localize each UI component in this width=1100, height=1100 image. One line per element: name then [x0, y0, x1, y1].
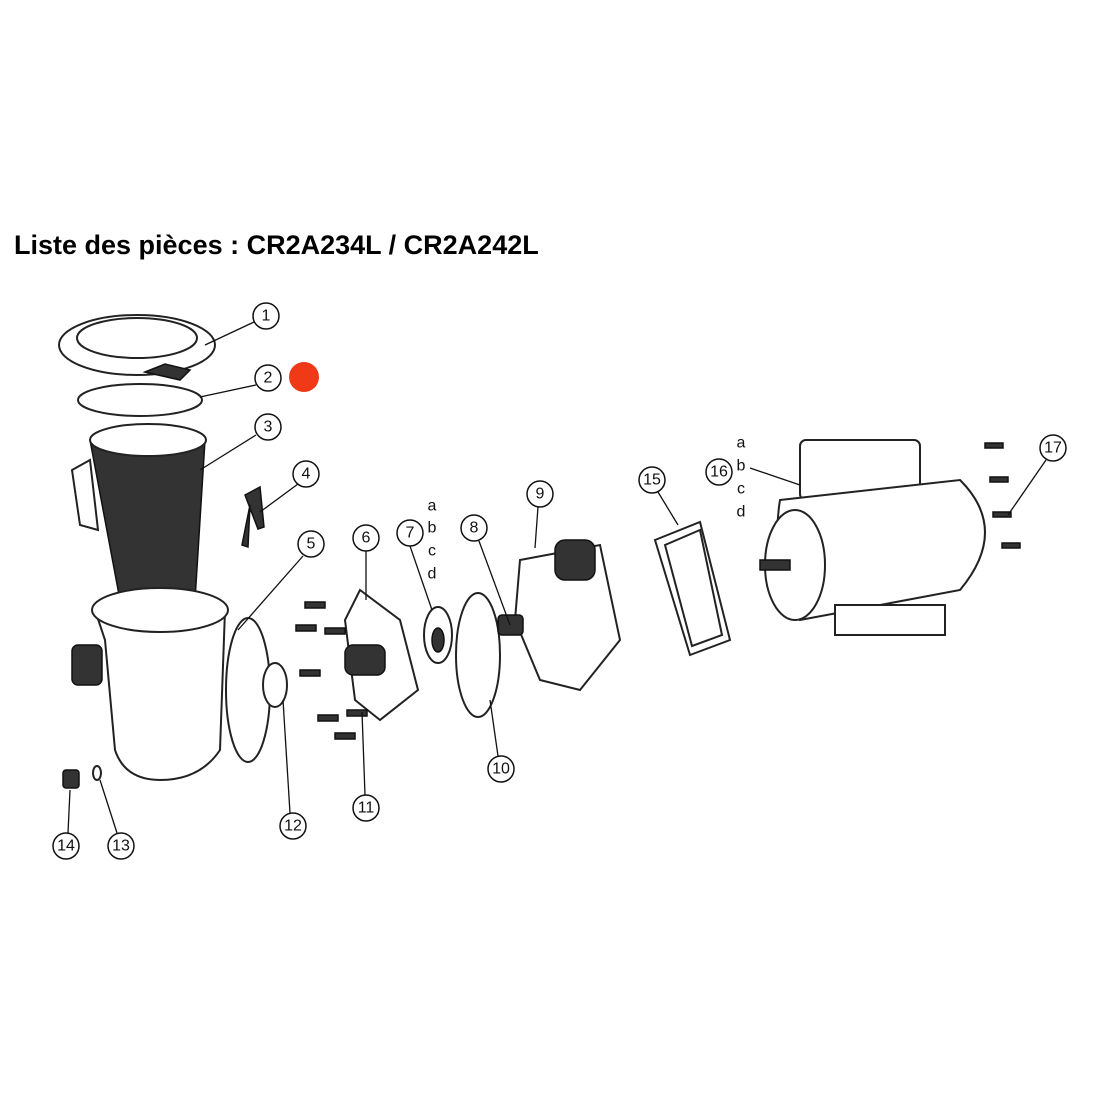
callout-17: 17 [1039, 434, 1067, 462]
svg-text:b: b [737, 458, 746, 475]
part-basket [70, 423, 207, 601]
callout-11: 11 [352, 794, 380, 822]
part-lid-oring [77, 383, 203, 417]
variant-letters-7: a b c d [428, 498, 437, 583]
svg-text:b: b [428, 520, 437, 537]
svg-text:12: 12 [284, 818, 302, 835]
callout-12: 12 [279, 812, 307, 840]
svg-text:17: 17 [1044, 440, 1062, 457]
callout-8: 8 [460, 514, 488, 542]
part-volute [497, 539, 622, 692]
callout-14: 14 [52, 832, 80, 860]
svg-text:d: d [737, 504, 746, 521]
callout-3: 3 [254, 413, 282, 441]
callout-6: 6 [352, 524, 380, 552]
part-diffuser-plate [343, 588, 420, 722]
svg-text:2: 2 [264, 370, 273, 387]
part-impeller [423, 606, 453, 664]
part-lid [58, 314, 216, 381]
svg-text:4: 4 [302, 466, 311, 483]
part-screws-11 [295, 601, 368, 740]
svg-text:7: 7 [406, 525, 415, 542]
svg-text:6: 6 [362, 530, 371, 547]
svg-text:a: a [428, 498, 437, 515]
svg-text:10: 10 [492, 761, 510, 778]
leader-lines [67, 321, 1047, 834]
svg-text:13: 13 [112, 838, 130, 855]
callout-16: 16 [705, 458, 733, 486]
part-drain-oring [92, 765, 102, 781]
part-motor [759, 439, 986, 636]
svg-text:8: 8 [470, 520, 479, 537]
callout-2: 2 [254, 364, 282, 392]
svg-text:14: 14 [57, 838, 75, 855]
part-clip [241, 485, 265, 549]
highlight-marker [289, 362, 319, 392]
callout-7: 7 [396, 519, 424, 547]
svg-text:c: c [428, 543, 436, 560]
callout-4: 4 [292, 460, 320, 488]
svg-text:15: 15 [643, 472, 661, 489]
callout-5: 5 [297, 530, 325, 558]
callout-9: 9 [526, 480, 554, 508]
svg-text:16: 16 [710, 464, 728, 481]
part-pump-body [71, 587, 271, 782]
page-title: Liste des pièces : CR2A234L / CR2A242L [14, 230, 539, 260]
callout-13: 13 [107, 832, 135, 860]
callout-10: 10 [487, 755, 515, 783]
callout-1: 1 [252, 302, 280, 330]
svg-text:11: 11 [358, 800, 375, 817]
svg-text:3: 3 [264, 419, 273, 436]
part-oring-12 [262, 662, 288, 708]
variant-letters-16: a b c d [737, 435, 746, 521]
svg-text:1: 1 [262, 308, 271, 325]
part-screws-motor [984, 442, 1021, 549]
svg-text:a: a [737, 435, 746, 452]
svg-text:d: d [428, 566, 437, 583]
part-adapter-ring [653, 520, 732, 657]
svg-text:c: c [737, 481, 745, 498]
part-oring-10 [455, 592, 501, 718]
part-drain-plug [62, 769, 80, 789]
svg-text:9: 9 [536, 486, 545, 503]
svg-text:5: 5 [307, 536, 316, 553]
callout-15: 15 [638, 466, 666, 494]
